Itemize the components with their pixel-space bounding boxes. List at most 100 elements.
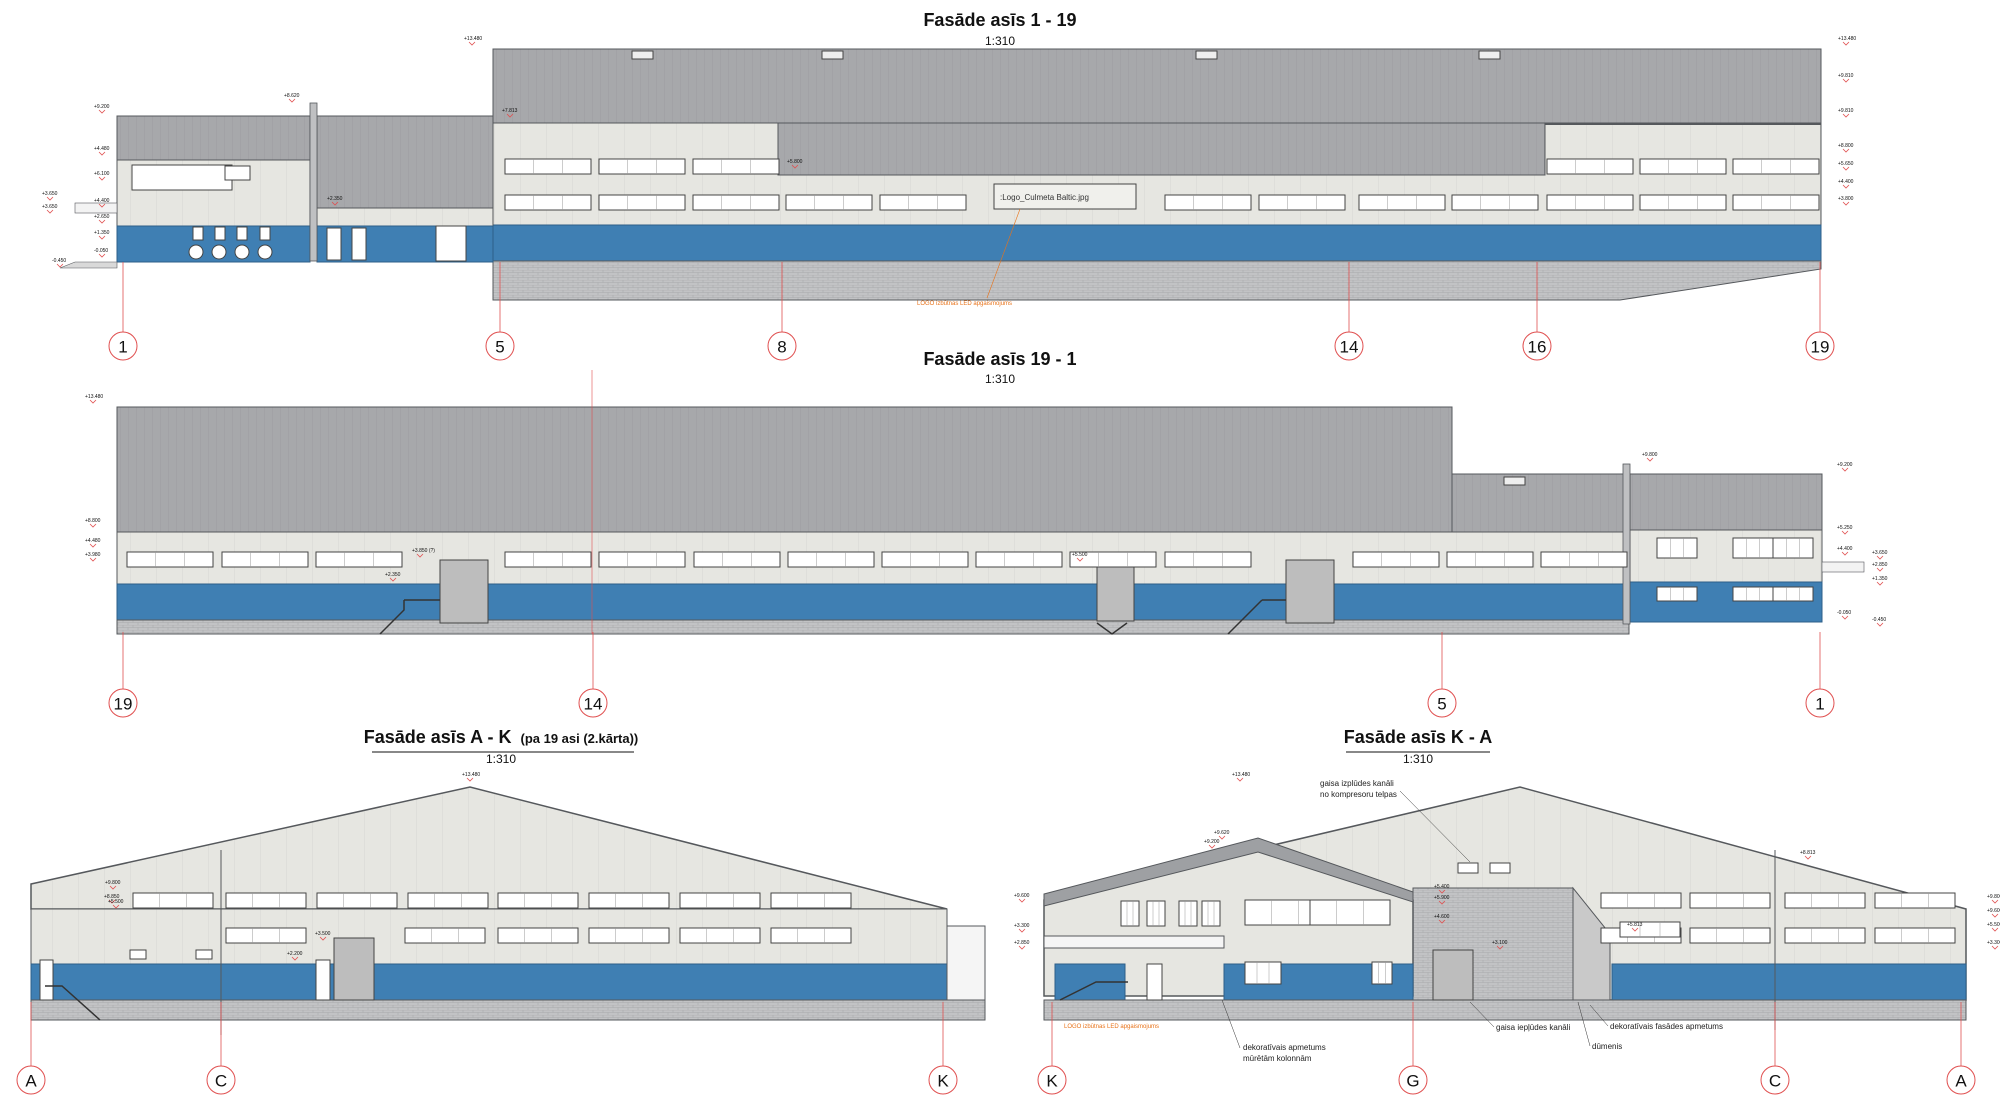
- level-arrow: [1236, 777, 1244, 782]
- level-arrow: [112, 904, 120, 909]
- level-arrow: [1631, 927, 1639, 932]
- window: [770, 927, 852, 944]
- level-label: +5.900: [1434, 895, 1450, 901]
- axis-label: 16: [1528, 338, 1547, 357]
- axis-bubble: [578, 688, 608, 718]
- front-roof-edge: [1043, 837, 1414, 907]
- window: [588, 927, 670, 944]
- annex-roof: [316, 115, 494, 209]
- level-arrow: [1876, 622, 1884, 627]
- window: [879, 194, 967, 211]
- level-arrow: [1876, 581, 1884, 586]
- main-roof: [492, 48, 1822, 124]
- axis-bubble: [1037, 1065, 1067, 1095]
- window: [1772, 586, 1814, 602]
- note-chimney: dūmenis: [1592, 1042, 1622, 1051]
- level-label: +3.650: [42, 191, 58, 197]
- loading-gate: [333, 937, 375, 1001]
- level-arrow: [1841, 467, 1849, 472]
- axis-label: C: [215, 1072, 227, 1091]
- stairs: [379, 599, 1286, 635]
- window: [221, 551, 309, 568]
- level-marks: +13.480+8.800+4.480+3.980+3.850 (?)+2.35…: [85, 394, 1888, 627]
- window: [129, 949, 147, 960]
- window: [679, 892, 761, 909]
- axis-label: A: [25, 1072, 37, 1091]
- level-arrow: [98, 109, 106, 114]
- window: [1164, 194, 1252, 211]
- lower-roof: [1451, 473, 1630, 533]
- level-arrow: [1841, 551, 1849, 556]
- level-label: +9.800: [105, 880, 121, 886]
- axis-label: 8: [777, 338, 786, 357]
- level-arrow: [1841, 530, 1849, 535]
- level-label: +4.600: [1434, 914, 1450, 920]
- plinth-blue: [30, 963, 948, 1001]
- level-label: +5.400: [1434, 884, 1450, 890]
- level-label: +3.650: [42, 204, 58, 210]
- window-rows: [126, 537, 1814, 602]
- window: [785, 194, 873, 211]
- level-arrow: [98, 151, 106, 156]
- window: [504, 551, 592, 568]
- axis-label: K: [937, 1072, 949, 1091]
- level-label: +9.200: [1204, 839, 1220, 845]
- plinth-blue: [116, 583, 1630, 621]
- level-arrow: [1842, 201, 1850, 206]
- window: [1874, 927, 1956, 944]
- level-label: +8.800: [85, 518, 101, 524]
- axis-bubble: [16, 1065, 46, 1095]
- level-arrow: [1496, 945, 1504, 950]
- window: [1358, 194, 1446, 211]
- level-label: +9.810: [1838, 73, 1854, 79]
- axis-bubble: [1760, 1065, 1790, 1095]
- level-arrow: [89, 557, 97, 562]
- level-label: +5.500: [1072, 552, 1088, 558]
- window: [1446, 551, 1534, 568]
- level-arrow: [1876, 567, 1884, 572]
- window: [1639, 194, 1727, 211]
- window: [1540, 551, 1628, 568]
- window: [1451, 194, 1539, 211]
- level-arrow: [288, 98, 296, 103]
- level-arrow: [1841, 615, 1849, 620]
- level-label: +8.800: [1838, 143, 1854, 149]
- window: [1120, 900, 1140, 927]
- level-arrow: [98, 253, 106, 258]
- level-label: +4.400: [1837, 546, 1853, 552]
- level-marks: +13.480+9.810+9.200+8.620+7.813+4.480+6.…: [42, 36, 1856, 268]
- level-marks: +13.480+9.620+9.200+8.813+9.600+5.400+5.…: [1014, 772, 2000, 950]
- axis-label: 14: [1340, 338, 1359, 357]
- window: [975, 551, 1063, 568]
- level-arrow: [1438, 919, 1446, 924]
- level-arrow: [791, 164, 799, 169]
- axis-bubble: [928, 1065, 958, 1095]
- axis-label: A: [1955, 1072, 1967, 1091]
- axis-label: C: [1769, 1072, 1781, 1091]
- canopy-right: [1821, 561, 1865, 573]
- axis-label: 1: [118, 338, 127, 357]
- level-arrow: [389, 577, 397, 582]
- logo-leader: [986, 208, 1021, 299]
- logo-note-4: LOGO izbūtnas LED apgaismojums: [1064, 1024, 1159, 1030]
- note-deco-plaster: dekoratīvais apmetums: [1243, 1043, 1326, 1052]
- level-label: +9.810: [1838, 108, 1854, 114]
- level-arrow: [109, 885, 117, 890]
- axis-bubble: [1805, 331, 1835, 361]
- window: [1656, 586, 1698, 602]
- window: [881, 551, 969, 568]
- window: [598, 194, 686, 211]
- level-label: +13.480: [1838, 36, 1856, 42]
- level-label: +6.100: [94, 171, 110, 177]
- window: [692, 158, 780, 175]
- annotations: gaisa izplūdes kanāli no kompresoru telp…: [1064, 779, 1723, 1063]
- base-brick: [116, 619, 1630, 635]
- window: [1732, 158, 1820, 175]
- window: [1784, 892, 1866, 909]
- window: [315, 551, 403, 568]
- window: [1371, 961, 1393, 985]
- level-label: +4.400: [1838, 179, 1854, 185]
